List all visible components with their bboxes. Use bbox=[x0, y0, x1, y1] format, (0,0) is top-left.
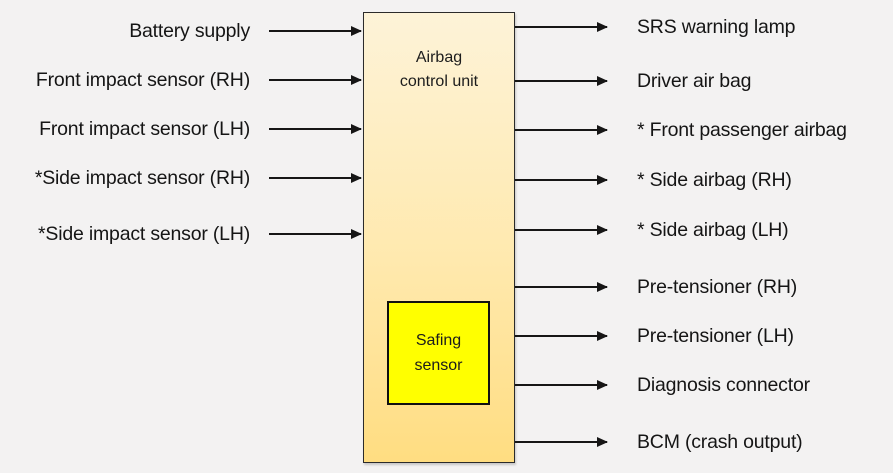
right-arrow-icon bbox=[515, 22, 608, 32]
input-label: Front impact sensor (RH) bbox=[35, 68, 250, 91]
right-arrow-icon bbox=[515, 175, 608, 185]
input-label: Front impact sensor (LH) bbox=[39, 117, 250, 140]
right-arrow-icon bbox=[515, 76, 608, 86]
output-label: * Front passenger airbag bbox=[637, 118, 847, 141]
right-arrow-icon bbox=[515, 437, 608, 447]
right-arrow-icon bbox=[269, 124, 362, 134]
input-row-battery-supply: Battery supply bbox=[0, 16, 362, 46]
right-arrow-icon bbox=[515, 282, 608, 292]
right-arrow-icon bbox=[515, 380, 608, 390]
input-row-front-impact-sensor-rh: Front impact sensor (RH) bbox=[0, 65, 362, 95]
output-label: Diagnosis connector bbox=[637, 373, 810, 396]
input-label: Battery supply bbox=[129, 19, 250, 42]
input-label: *Side impact sensor (LH) bbox=[38, 222, 250, 245]
airbag-control-unit-label: Airbag control unit bbox=[399, 49, 479, 90]
output-label: * Side airbag (LH) bbox=[637, 218, 789, 241]
right-arrow-icon bbox=[515, 331, 608, 341]
right-arrow-icon bbox=[269, 173, 362, 183]
output-label: Pre-tensioner (RH) bbox=[637, 275, 798, 298]
right-arrow-icon bbox=[515, 225, 608, 235]
safing-sensor-label: Safing sensor bbox=[414, 332, 463, 374]
output-label: Driver air bag bbox=[637, 69, 752, 92]
input-label: *Side impact sensor (RH) bbox=[34, 166, 250, 189]
output-row-pre-tensioner-rh: Pre-tensioner (RH) bbox=[515, 272, 893, 302]
output-row-side-airbag-rh: * Side airbag (RH) bbox=[515, 165, 893, 195]
output-row-front-passenger-airbag: * Front passenger airbag bbox=[515, 115, 893, 145]
output-row-srs-warning-lamp: SRS warning lamp bbox=[515, 12, 893, 42]
input-row-side-impact-sensor-lh: *Side impact sensor (LH) bbox=[0, 219, 362, 249]
output-label: SRS warning lamp bbox=[637, 15, 796, 38]
output-row-bcm-crash-output: BCM (crash output) bbox=[515, 427, 893, 457]
right-arrow-icon bbox=[515, 125, 608, 135]
right-arrow-icon bbox=[269, 26, 362, 36]
output-row-side-airbag-lh: * Side airbag (LH) bbox=[515, 215, 893, 245]
output-label: * Side airbag (RH) bbox=[637, 168, 792, 191]
right-arrow-icon bbox=[269, 229, 362, 239]
safing-sensor-box: Safing sensor bbox=[387, 301, 490, 405]
input-row-front-impact-sensor-lh: Front impact sensor (LH) bbox=[0, 114, 362, 144]
output-row-pre-tensioner-lh: Pre-tensioner (LH) bbox=[515, 321, 893, 351]
right-arrow-icon bbox=[269, 75, 362, 85]
input-row-side-impact-sensor-rh: *Side impact sensor (RH) bbox=[0, 163, 362, 193]
output-label: BCM (crash output) bbox=[637, 430, 803, 453]
output-row-driver-air-bag: Driver air bag bbox=[515, 66, 893, 96]
output-label: Pre-tensioner (LH) bbox=[637, 324, 794, 347]
output-row-diagnosis-connector: Diagnosis connector bbox=[515, 370, 893, 400]
